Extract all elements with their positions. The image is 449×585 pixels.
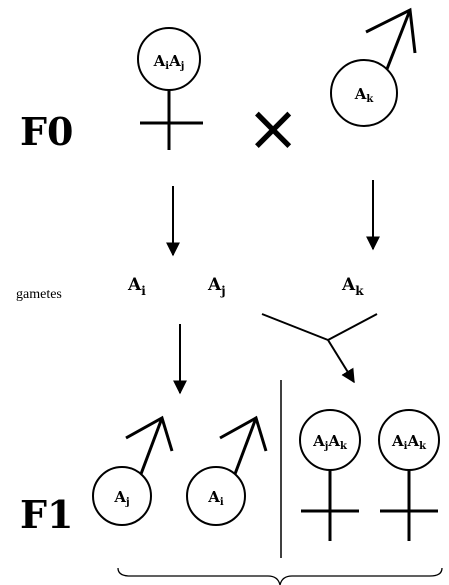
offspring-genotype: AjAk xyxy=(312,432,348,452)
cross-symbol: × xyxy=(246,92,300,166)
offspring-genotype: Ai xyxy=(207,488,224,508)
generation-label-f1: F1 xyxy=(20,492,73,537)
offspring-female-symbol: AiAk xyxy=(378,409,440,541)
parent-female-symbol: AiAj xyxy=(137,27,203,150)
offspring-male-symbol: Aj xyxy=(92,415,174,526)
gametes-caption: gametes xyxy=(16,287,62,302)
offspring-genotype: AiAk xyxy=(391,432,427,452)
parent-female-genotype: AiAj xyxy=(153,52,185,72)
generation-label-f0: F0 xyxy=(20,109,73,154)
gamete-allele: Ak xyxy=(341,275,364,298)
parent-male-genotype: Ak xyxy=(354,85,375,105)
gamete-fusion-lines xyxy=(261,313,378,384)
offspring-genotype: Aj xyxy=(113,488,129,508)
gamete-allele: Ai xyxy=(127,275,146,298)
offspring-group-brace xyxy=(117,567,443,585)
gamete-allele: Aj xyxy=(207,275,226,298)
offspring-male-symbol: Ai xyxy=(186,415,268,526)
parent-male-symbol: Ak xyxy=(330,7,417,127)
offspring-female-symbol: AjAk xyxy=(299,409,361,541)
